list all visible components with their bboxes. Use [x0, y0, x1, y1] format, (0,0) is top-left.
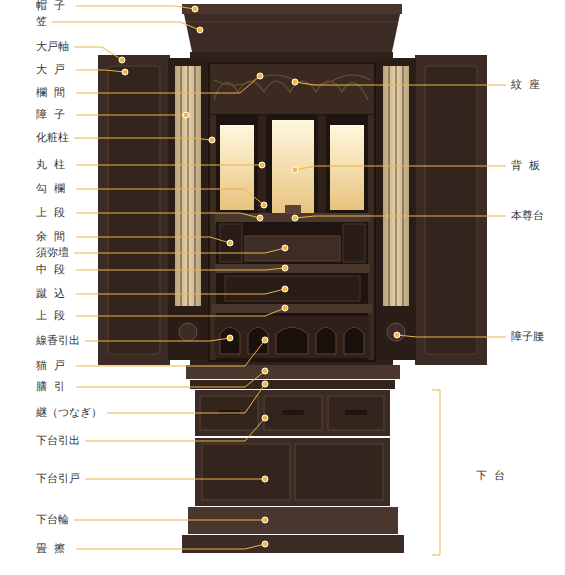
leader-line [76, 544, 265, 549]
leader-line [85, 479, 265, 480]
part-label: 下台輪 [35, 513, 70, 527]
leader-line [76, 340, 265, 366]
leader-dot [197, 27, 203, 33]
part-label: 障子 [35, 108, 72, 122]
leader-line [76, 308, 285, 316]
leader-dot [259, 162, 265, 168]
part-label: 本尊台 [510, 209, 545, 223]
leader-dot [262, 476, 268, 482]
leader-line [76, 115, 186, 116]
leader-dot [262, 381, 268, 387]
part-label: 紋座 [510, 78, 547, 92]
leader-dot [227, 335, 233, 341]
part-label: 下台 [475, 469, 512, 483]
leader-line [76, 189, 264, 205]
leader-line [74, 248, 285, 253]
leader-dot [262, 415, 268, 421]
leader-dot [292, 215, 298, 221]
part-label: 大戸軸 [35, 40, 70, 54]
leader-line [397, 335, 506, 337]
leader-line [76, 165, 262, 166]
leader-dot [261, 202, 267, 208]
leader-dot [262, 368, 268, 374]
leader-dot [394, 332, 400, 338]
leader-dot [262, 517, 268, 523]
part-label: 上段 [35, 309, 72, 323]
part-label: 化粧柱 [35, 131, 70, 145]
leader-line [74, 138, 212, 140]
leader-dot [292, 167, 298, 173]
part-label: 大戸 [35, 63, 72, 77]
part-label: 上段 [35, 206, 72, 220]
leader-line [76, 76, 260, 93]
leader-line [76, 268, 285, 270]
leader-dot [282, 245, 288, 251]
leader-dot [262, 541, 268, 547]
part-label: 背板 [510, 159, 547, 173]
leader-line [74, 47, 122, 60]
leader-line [76, 6, 195, 9]
leader-line [74, 520, 265, 521]
part-label: 下台引出 [35, 434, 81, 448]
leader-line [76, 237, 230, 243]
part-label: 勾欄 [35, 182, 72, 196]
part-label: 丸柱 [35, 158, 72, 172]
leader-dot [209, 137, 215, 143]
leader-line [295, 82, 506, 85]
leader-line [295, 216, 506, 218]
part-label: 須弥壇 [35, 246, 70, 260]
leader-dot [262, 337, 268, 343]
leader-line [52, 22, 200, 30]
leader-dot [192, 6, 198, 12]
part-label: 笠 [35, 15, 48, 29]
leader-dot [292, 79, 298, 85]
part-label: 膳引 [35, 380, 72, 394]
leader-dot [119, 57, 125, 63]
leader-dot [282, 305, 288, 311]
leader-dot [227, 240, 233, 246]
leader-dot [122, 69, 128, 75]
leader-line [76, 289, 285, 294]
part-label: 欄間 [35, 86, 72, 100]
part-label: 猫戸 [35, 359, 72, 373]
part-label: 蹴込 [35, 287, 72, 301]
leader-line [76, 213, 260, 218]
leader-dot [282, 286, 288, 292]
part-label: 中段 [35, 263, 72, 277]
part-label: 下台引戸 [35, 472, 81, 486]
leader-line [295, 166, 506, 170]
leader-line [107, 384, 265, 413]
leader-dot [183, 112, 189, 118]
part-label: 帽子 [35, 0, 72, 13]
part-label: 畳擦 [35, 542, 72, 556]
leader-line [76, 70, 125, 72]
part-label: 障子腰 [510, 330, 545, 344]
part-label: 線香引出 [35, 334, 81, 348]
leader-line [76, 371, 265, 387]
part-label: 継（つなぎ） [35, 406, 103, 420]
leader-dot [282, 265, 288, 271]
leader-line [85, 338, 230, 341]
leader-line [85, 418, 265, 441]
leader-dot [257, 73, 263, 79]
leader-dot [257, 215, 263, 221]
part-label: 余間 [35, 230, 72, 244]
